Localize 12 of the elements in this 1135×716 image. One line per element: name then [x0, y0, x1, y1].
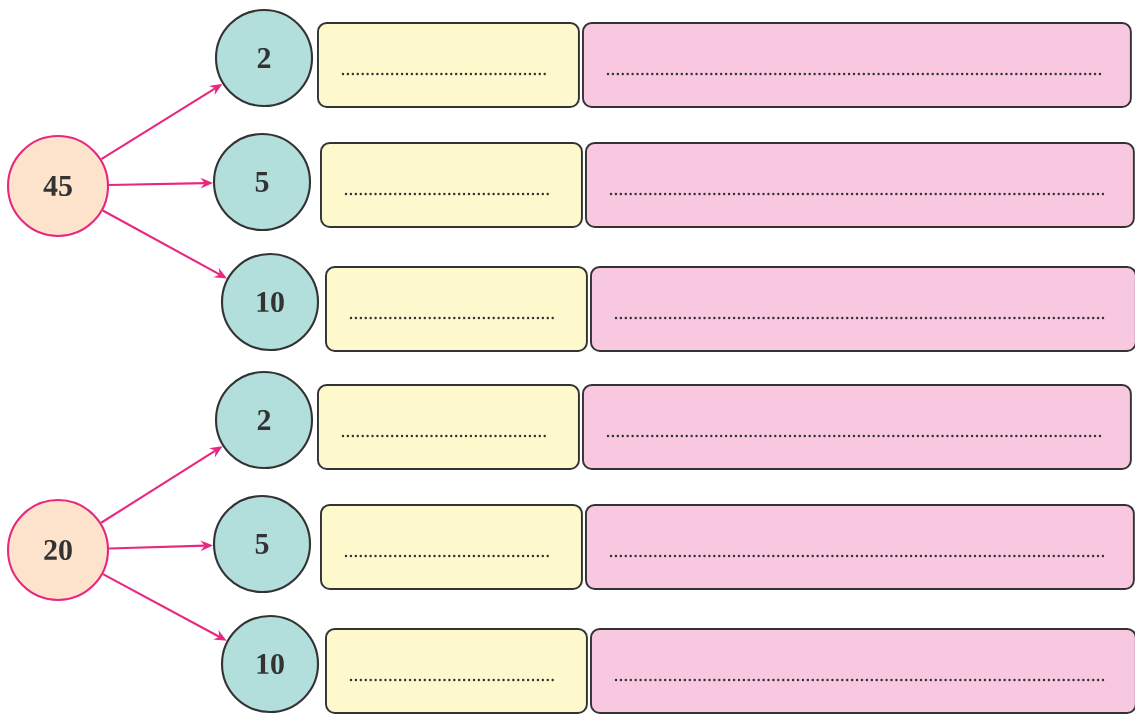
- answer-box: [317, 22, 580, 108]
- answer-box: [325, 628, 588, 714]
- answer-box: [320, 142, 583, 228]
- answer-box: [582, 22, 1132, 108]
- answer-box: [585, 142, 1135, 228]
- answer-box: [325, 266, 588, 352]
- answer-box: [317, 384, 580, 470]
- answer-box: [585, 504, 1135, 590]
- answer-box: [582, 384, 1132, 470]
- answer-box: [590, 266, 1135, 352]
- answer-box: [320, 504, 583, 590]
- answer-box: [590, 628, 1135, 714]
